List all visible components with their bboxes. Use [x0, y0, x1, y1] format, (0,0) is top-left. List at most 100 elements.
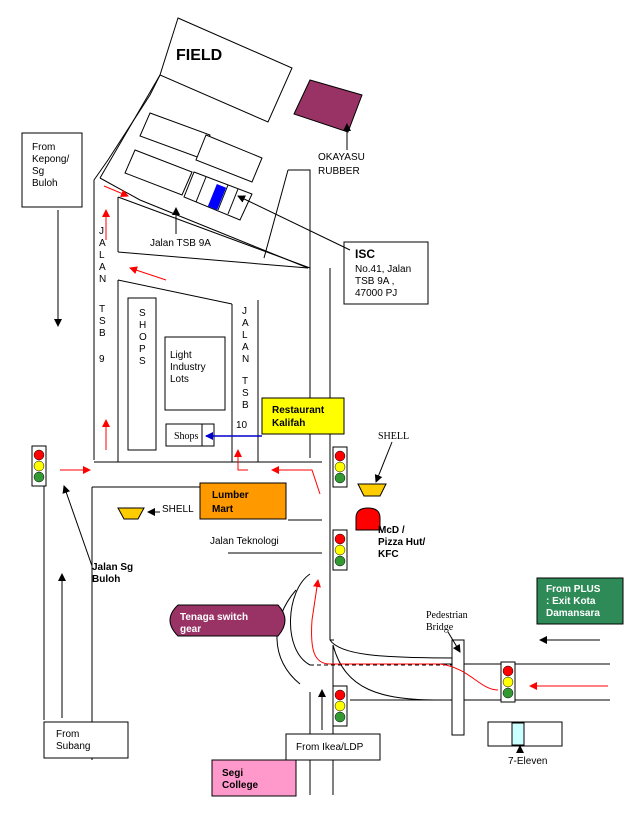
svg-text:Buloh: Buloh	[92, 574, 120, 585]
tenaga-label: Tenaga switch gear	[180, 612, 248, 635]
svg-text:P: P	[139, 344, 146, 355]
jalan-tsb-9a-label: Jalan TSB 9A	[150, 238, 211, 249]
from-subang-label: From Subang	[56, 729, 90, 752]
svg-text:Industry: Industry	[170, 362, 206, 373]
seven-eleven-label: 7-Eleven	[508, 756, 547, 767]
svg-text:S: S	[99, 316, 106, 327]
seven-eleven-box	[487, 721, 563, 747]
lot-3	[124, 149, 193, 196]
from-kepong-label: From Kepong/ Sg Buloh	[32, 142, 69, 189]
svg-text:Pedestrian: Pedestrian	[426, 610, 468, 621]
svg-text:A: A	[242, 318, 249, 329]
tenaga-badge	[169, 604, 286, 637]
svg-text:O: O	[139, 332, 147, 343]
svg-text:A: A	[99, 262, 106, 273]
mcd-label: McD / Pizza Hut/ KFC	[378, 525, 425, 560]
jalan-teknologi-label: Jalan Teknologi	[210, 536, 279, 547]
svg-text:Lumber: Lumber	[212, 490, 249, 501]
traffic-light-teknologi	[332, 446, 348, 488]
traffic-light-yellow	[33, 460, 45, 472]
traffic-light-left	[31, 445, 47, 487]
route-arrow-8	[311, 579, 440, 665]
lumber-mart-box	[199, 482, 287, 520]
svg-text:: Exit Kota: : Exit Kota	[546, 596, 596, 607]
svg-text:Lots: Lots	[170, 374, 189, 385]
pointer-arrows	[54, 123, 600, 753]
svg-text:Segi: Segi	[222, 768, 243, 779]
route-arrows	[60, 185, 608, 691]
svg-text:N: N	[99, 274, 106, 285]
traffic-light-ikea	[332, 685, 348, 727]
highway-ramp	[332, 644, 441, 701]
svg-text:Mart: Mart	[212, 504, 234, 515]
svg-text:McD /: McD /	[378, 525, 405, 536]
isc-marker	[207, 184, 227, 210]
svg-text:College: College	[222, 780, 259, 791]
isc-block-div1	[195, 176, 207, 203]
route-arrow-9	[439, 663, 499, 691]
lot-2	[195, 134, 263, 183]
pedestrian-bridge	[451, 639, 465, 736]
mcd-icon	[355, 507, 381, 531]
jalan-tsb-9-vertical-label: J A L A N T S B 9	[99, 226, 106, 365]
svg-text:S: S	[139, 356, 146, 367]
svg-text:TSB 9A ,: TSB 9A ,	[355, 276, 394, 287]
shops-vertical-label: S H O P S	[139, 308, 147, 367]
svg-text:9: 9	[99, 354, 105, 365]
shops-small-label: Shops	[174, 431, 199, 442]
okayasu-rubber-building	[293, 79, 363, 133]
svg-text:From PLUS: From PLUS	[546, 584, 601, 595]
traffic-light-red	[33, 449, 45, 461]
shops-road-edge	[117, 279, 233, 305]
jalan-tsb-9a-lower	[117, 251, 309, 269]
route-arrow-3	[129, 266, 167, 281]
from-plus-label: From PLUS : Exit Kota Damansara	[546, 584, 601, 619]
info-boxes	[21, 132, 624, 797]
roads	[43, 74, 610, 795]
svg-text:Buloh: Buloh	[32, 178, 58, 189]
from-plus-box	[536, 577, 624, 625]
lumber-mart-label: Lumber Mart	[212, 490, 249, 515]
svg-text:Bridge: Bridge	[426, 622, 454, 633]
isc-label: ISC No.41, Jalan TSB 9A , 47000 PJ	[355, 247, 411, 299]
isc-block-div3	[227, 188, 239, 215]
svg-text:Subang: Subang	[56, 741, 90, 752]
light-industry-lots	[164, 336, 226, 411]
svg-text:Tenaga switch: Tenaga switch	[180, 612, 248, 623]
svg-text:Sg: Sg	[32, 166, 44, 177]
okayasu-label-line2: RUBBER	[318, 166, 360, 177]
restaurant-kalifah-box	[261, 397, 345, 435]
svg-text:N: N	[242, 354, 249, 365]
svg-text:B: B	[99, 328, 106, 339]
pedestrian-pointer-arrow	[447, 631, 461, 653]
jalan-tsb-9a-north-edge	[99, 177, 309, 269]
lots	[124, 17, 563, 747]
svg-text:J: J	[99, 226, 104, 237]
seven-eleven-marker	[511, 722, 525, 746]
slip-road-right	[329, 639, 456, 659]
svg-text:No.41, Jalan: No.41, Jalan	[355, 264, 411, 275]
svg-text:gear: gear	[180, 624, 201, 635]
slip-road-inner	[276, 589, 301, 685]
svg-text:S: S	[242, 388, 249, 399]
svg-text:A: A	[242, 342, 249, 353]
sg-buloh-pointer-arrow	[62, 485, 93, 567]
svg-text:From: From	[32, 142, 55, 153]
jalan-sg-buloh-label: Jalan Sg Buloh	[92, 562, 133, 585]
svg-text:KFC: KFC	[378, 549, 399, 560]
shell-left-icon	[117, 507, 145, 520]
ldp-road-west-edge	[288, 169, 311, 458]
svg-text:S: S	[139, 308, 146, 319]
svg-text:Kepong/: Kepong/	[32, 154, 69, 165]
svg-text:L: L	[99, 250, 105, 261]
svg-text:B: B	[242, 400, 249, 411]
segi-college-label: Segi College	[222, 768, 259, 791]
shell-right-icon	[357, 483, 387, 497]
svg-text:47000 PJ: 47000 PJ	[355, 288, 397, 299]
field-label: FIELD	[176, 47, 222, 64]
svg-text:Jalan Sg: Jalan Sg	[92, 562, 133, 573]
restaurant-kalifah-label: Restaurant Kalifah	[272, 405, 325, 429]
from-ikea-box	[285, 733, 381, 761]
svg-text:L: L	[242, 330, 248, 341]
